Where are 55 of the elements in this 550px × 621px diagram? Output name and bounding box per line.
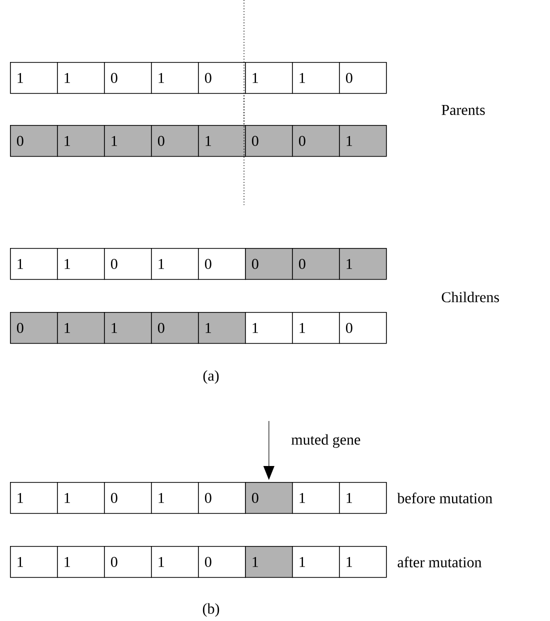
gene-cell: 0: [10, 125, 58, 157]
gene-cell: 0: [198, 482, 246, 514]
gene-cell: 0: [151, 312, 199, 344]
gene-cell: 0: [104, 62, 152, 94]
gene-cell: 1: [292, 62, 340, 94]
row-label: after mutation: [398, 556, 482, 568]
gene-cell: 0: [198, 248, 246, 280]
gene-cell: 0: [151, 125, 199, 157]
gene-cell: 1: [151, 482, 199, 514]
gene-cell: 0: [245, 482, 293, 514]
gene-cell: 1: [10, 482, 58, 514]
gene-cell: 1: [339, 125, 387, 157]
gene-cell: 0: [245, 248, 293, 280]
gene-cell: 0: [198, 62, 246, 94]
edge-label: muted gene: [291, 434, 360, 448]
gene-cell: 0: [339, 62, 387, 94]
gene-cell: 1: [57, 62, 105, 94]
gene-cell: 0: [292, 248, 340, 280]
gene-cell: 1: [292, 482, 340, 514]
gene-cell: 1: [151, 546, 199, 578]
gene-cell: 0: [104, 482, 152, 514]
gene-cell: 1: [151, 62, 199, 94]
gene-cell: 1: [245, 62, 293, 94]
gene-cell: 0: [104, 546, 152, 578]
gene-cell: 1: [339, 248, 387, 280]
panel-label: (b): [202, 603, 220, 617]
gene-cell: 1: [57, 482, 105, 514]
row-label: Parents: [442, 105, 485, 115]
gene-cell: 1: [10, 546, 58, 578]
gene-cell: 1: [198, 312, 246, 344]
gene-cell: 1: [339, 546, 387, 578]
gene-cell: 1: [57, 248, 105, 280]
gene-cell: 1: [198, 125, 246, 157]
gene-cell: 0: [339, 312, 387, 344]
gene-cell: 1: [57, 546, 105, 578]
gene-cell: 1: [57, 312, 105, 344]
gene-cell: 1: [339, 482, 387, 514]
gene-cell: 0: [10, 312, 58, 344]
row-label: Childrens: [442, 292, 499, 302]
gene-cell: 0: [292, 125, 340, 157]
gene-cell: 1: [10, 248, 58, 280]
gene-cell: 1: [57, 125, 105, 157]
gene-cell: 1: [151, 248, 199, 280]
gene-cell: 0: [198, 546, 246, 578]
gene-cell: 1: [245, 546, 293, 578]
gene-cell: 1: [292, 312, 340, 344]
row-label: before mutation: [397, 492, 492, 504]
panel-label: (a): [203, 370, 219, 384]
gene-cell: 1: [292, 546, 340, 578]
gene-cell: 0: [245, 125, 293, 157]
gene-cell: 1: [245, 312, 293, 344]
gene-cell: 1: [10, 62, 58, 94]
gene-cell: 1: [104, 125, 152, 157]
gene-cell: 1: [104, 312, 152, 344]
gene-cell: 0: [104, 248, 152, 280]
